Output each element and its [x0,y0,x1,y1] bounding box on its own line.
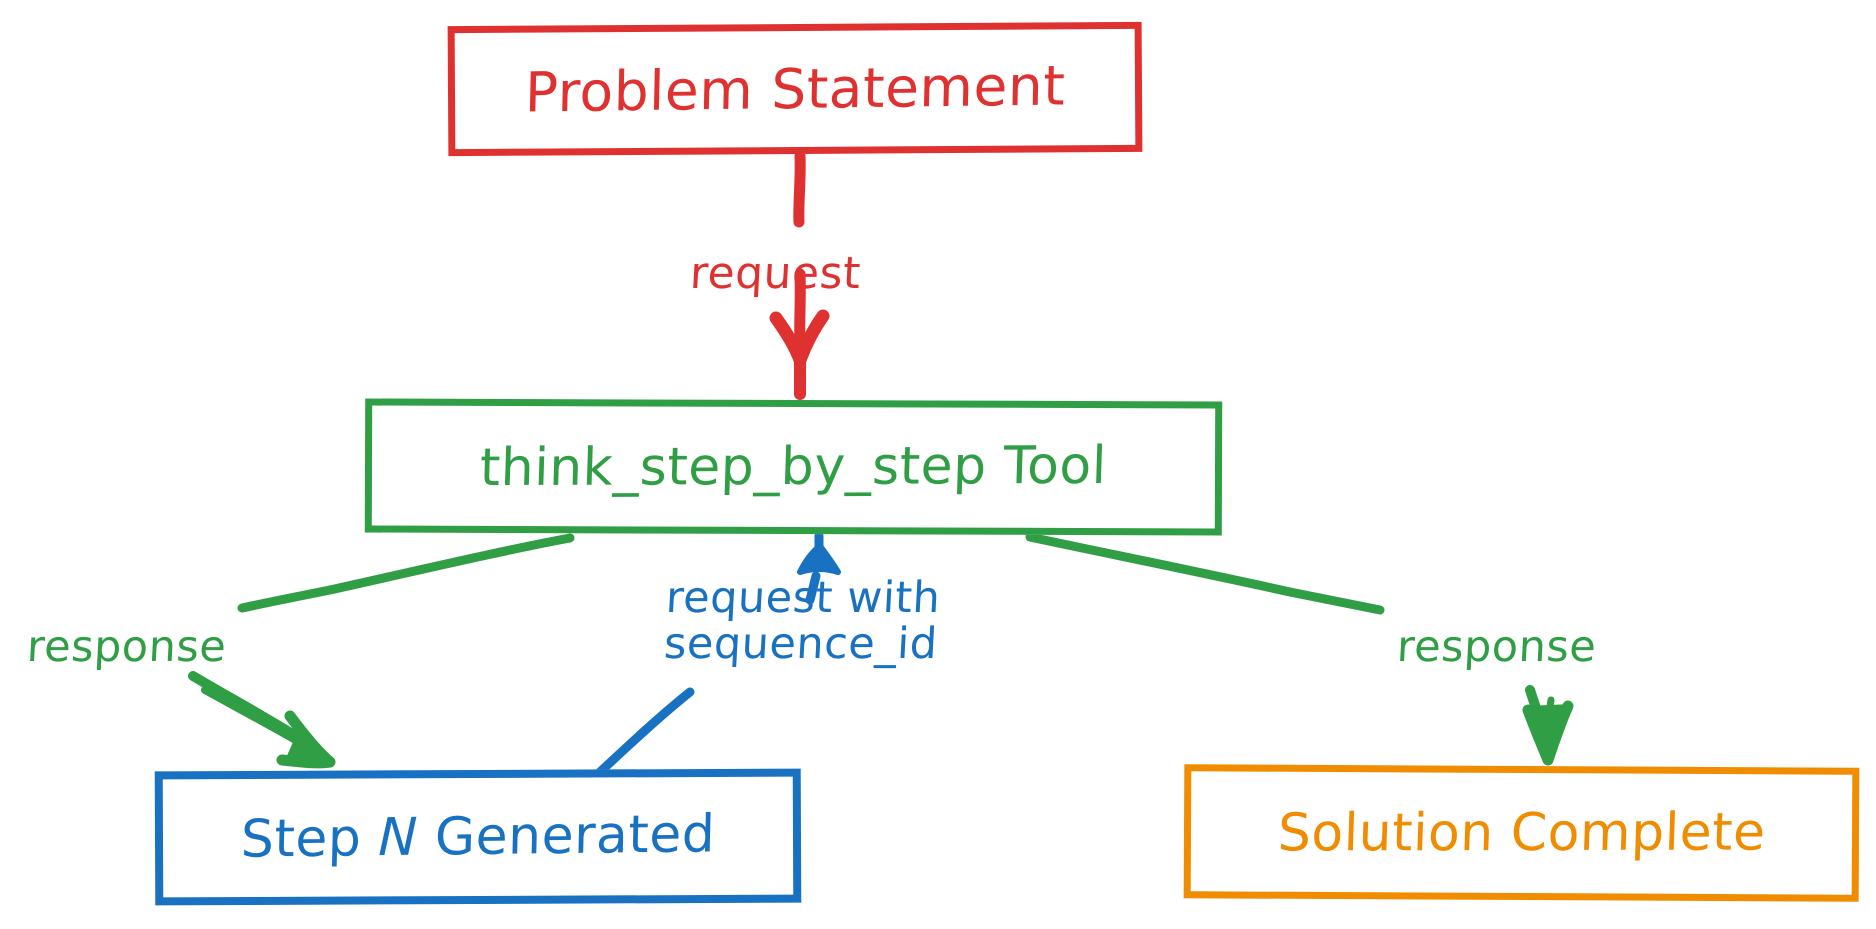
edge-tool-to-step-arrow [188,671,336,769]
edge-tool-to-step-line [237,533,575,613]
node-think-step-by-step-tool[interactable]: think_step_by_step Tool [364,398,1223,536]
node-step-n-generated[interactable]: Step N Generated [154,768,802,906]
edge-label-request-with-sequence-id-line1: request with [664,573,942,623]
node-step-n-generated-label-variable: N [377,807,419,869]
edge-label-request-with-sequence-id-line2: sequence_id [662,619,939,670]
node-solution-complete-label: Solution Complete [1276,802,1767,864]
edge-step-to-tool [595,531,841,777]
edge-problem-to-tool [769,150,830,400]
node-think-step-by-step-tool-label: think_step_by_step Tool [479,435,1108,499]
edge-label-response-left: response [25,622,228,672]
node-problem-statement[interactable]: Problem Statement [447,21,1143,157]
node-solution-complete[interactable]: Solution Complete [1183,764,1860,902]
edge-label-response-right: response [1395,622,1598,672]
edge-tool-to-solution-line [1025,532,1385,615]
node-problem-statement-label: Problem Statement [524,52,1066,125]
edge-label-request: request [688,248,863,299]
edge-label-request-with-sequence-id: request with sequence_id [615,573,990,670]
node-step-n-generated-label-prefix: Step [240,808,380,870]
node-step-n-generated-label-suffix: Generated [417,804,716,868]
node-step-n-generated-label: Step N Generated [240,804,716,869]
edge-tool-to-solution-arrow [1522,685,1574,766]
